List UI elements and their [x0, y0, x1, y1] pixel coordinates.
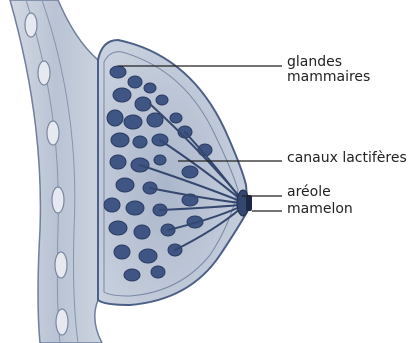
label-nipple: mamelon — [287, 202, 353, 217]
nipple-areola — [237, 190, 252, 216]
chest-wall — [10, 0, 102, 343]
rib — [47, 121, 59, 145]
rib — [52, 187, 64, 213]
label-lactiferous-ducts: canaux lactifères — [287, 151, 407, 166]
rib — [38, 61, 50, 85]
nipple — [246, 195, 252, 211]
label-areola: aréole — [287, 185, 331, 200]
rib — [55, 252, 67, 278]
rib — [25, 13, 37, 37]
label-mammary-glands: glandes mammaires — [287, 55, 370, 85]
label-glandes-line2: mammaires — [287, 70, 370, 85]
label-glandes-line1: glandes — [287, 55, 370, 70]
breast-tissue — [98, 40, 248, 305]
rib — [56, 309, 68, 335]
